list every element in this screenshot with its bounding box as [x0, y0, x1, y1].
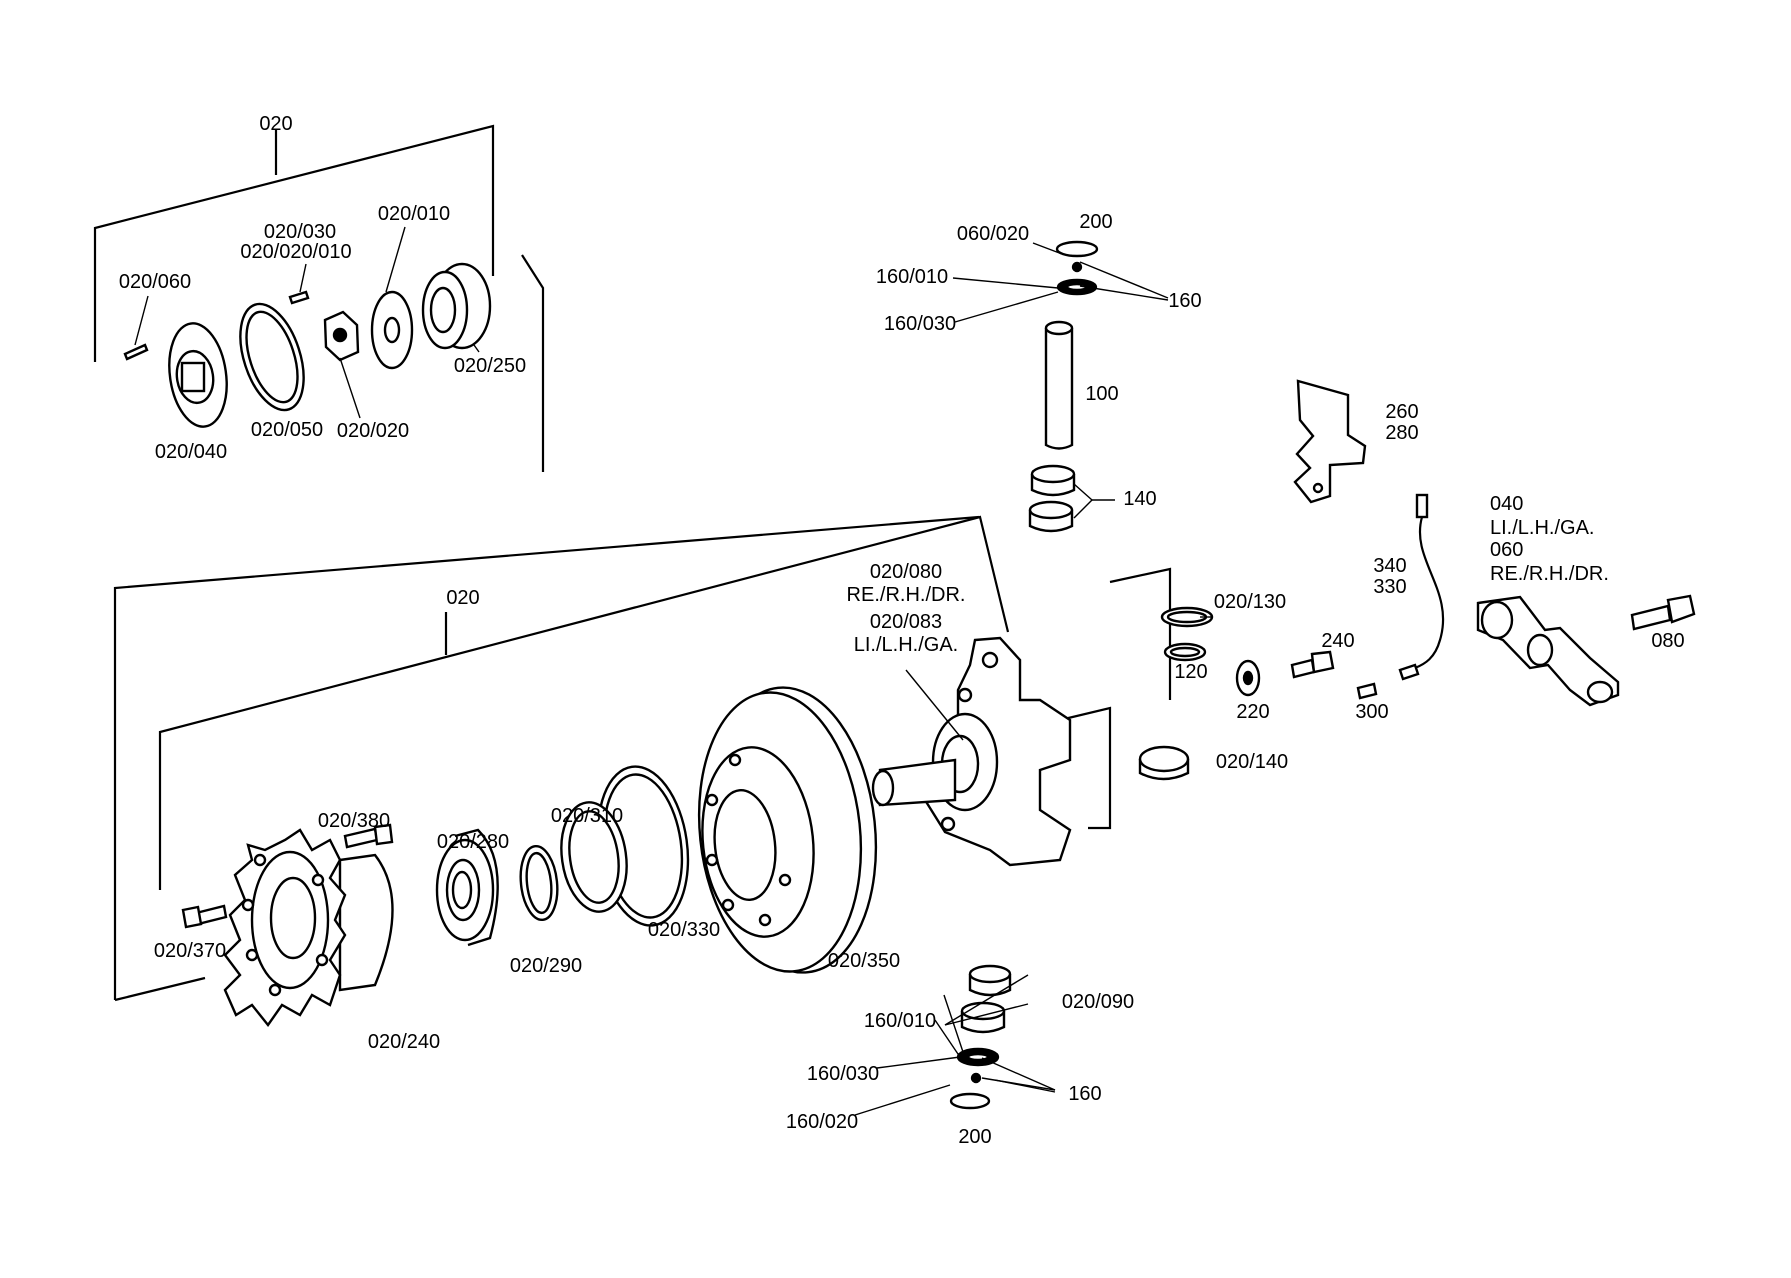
label-020-040: 020/040 — [155, 441, 227, 463]
steering-arm-part — [1476, 595, 1620, 707]
label-160-020: 160/020 — [786, 1111, 858, 1133]
bolt-240-part — [1290, 650, 1335, 679]
label-020-090: 020/090 — [1062, 991, 1134, 1013]
washer-part — [370, 290, 414, 370]
bracket-part — [1293, 379, 1367, 504]
label-020-250: 020/250 — [454, 355, 526, 377]
label-020-mid: 020 — [446, 587, 479, 609]
label-020-330: 020/330 — [648, 919, 720, 941]
label-040-side: LI./L.H./GA. — [1490, 517, 1594, 539]
label-020-050: 020/050 — [251, 419, 323, 441]
bearing-top-part — [421, 262, 492, 350]
label-020-290: 020/290 — [510, 955, 582, 977]
steering-knuckle-part — [871, 636, 1072, 867]
ring-310-part — [560, 801, 628, 913]
label-020-240: 020/240 — [368, 1031, 440, 1053]
label-300: 300 — [1355, 701, 1388, 723]
pin-300-part — [1356, 682, 1378, 700]
label-020-080: 020/080 — [870, 561, 942, 583]
label-020-370: 020/370 — [154, 940, 226, 962]
gasket-part — [239, 302, 305, 412]
small-bolt-part — [123, 290, 310, 361]
label-020-083-side: LI./L.H./GA. — [854, 634, 958, 656]
sensor-cable-part — [1398, 493, 1445, 681]
label-020-030: 020/030 — [264, 221, 336, 243]
label-020-140: 020/140 — [1216, 751, 1288, 773]
label-220: 220 — [1236, 701, 1269, 723]
cover-cap-part — [168, 322, 228, 428]
hub-bolts-part — [181, 823, 394, 929]
bearing-280-part — [435, 828, 499, 947]
label-160-030-top: 160/030 — [884, 313, 956, 335]
label-020-130: 020/130 — [1214, 591, 1286, 613]
label-020-060: 020/060 — [119, 271, 191, 293]
label-020-020-010: 020/020/010 — [240, 241, 351, 263]
bottom-bushing-stack-part — [949, 964, 1012, 1110]
brake-disc-part — [697, 686, 878, 974]
label-080: 080 — [1651, 630, 1684, 652]
label-060-020: 060/020 — [957, 223, 1029, 245]
label-020-280: 020/280 — [437, 831, 509, 853]
label-260: 260 — [1385, 401, 1418, 423]
label-160-top: 160 — [1168, 290, 1201, 312]
leader-lines — [134, 226, 1212, 1116]
label-060: 060 — [1490, 539, 1523, 561]
label-020-083: 020/083 — [870, 611, 942, 633]
label-280: 280 — [1385, 422, 1418, 444]
washer-220-part — [1235, 659, 1261, 697]
label-040: 040 — [1490, 493, 1523, 515]
label-160-bot: 160 — [1068, 1083, 1101, 1105]
label-120: 120 — [1174, 661, 1207, 683]
label-160-010-top: 160/010 — [876, 266, 948, 288]
label-330: 330 — [1373, 576, 1406, 598]
label-060-side: RE./R.H./DR. — [1490, 563, 1609, 585]
label-020-010: 020/010 — [378, 203, 450, 225]
label-200-top: 200 — [1079, 211, 1112, 233]
label-340: 340 — [1373, 555, 1406, 577]
label-200-bot: 200 — [958, 1126, 991, 1148]
king-pin-stack-part — [1028, 240, 1099, 533]
label-020-080-side: RE./R.H./DR. — [847, 584, 966, 606]
seal-rings-part — [1138, 606, 1214, 781]
nut-part — [323, 310, 360, 362]
label-100: 100 — [1085, 383, 1118, 405]
label-020-020: 020/020 — [337, 420, 409, 442]
label-020-310: 020/310 — [551, 805, 623, 827]
label-020-380: 020/380 — [318, 810, 390, 832]
group-bracket-middle — [113, 515, 1172, 1002]
arm-bolt-part — [1630, 594, 1696, 631]
ring-290-part — [519, 844, 559, 922]
label-240: 240 — [1321, 630, 1354, 652]
label-140: 140 — [1123, 488, 1156, 510]
group-bracket-top — [93, 124, 545, 472]
label-160-030-bot: 160/030 — [807, 1063, 879, 1085]
part-labels: 020 020/030 020/020/010 020/010 020/060 … — [119, 113, 1685, 1148]
wheel-hub-part — [223, 828, 394, 1028]
label-020-top: 020 — [259, 113, 292, 135]
label-020-350: 020/350 — [828, 950, 900, 972]
label-160-010-bot: 160/010 — [864, 1010, 936, 1032]
